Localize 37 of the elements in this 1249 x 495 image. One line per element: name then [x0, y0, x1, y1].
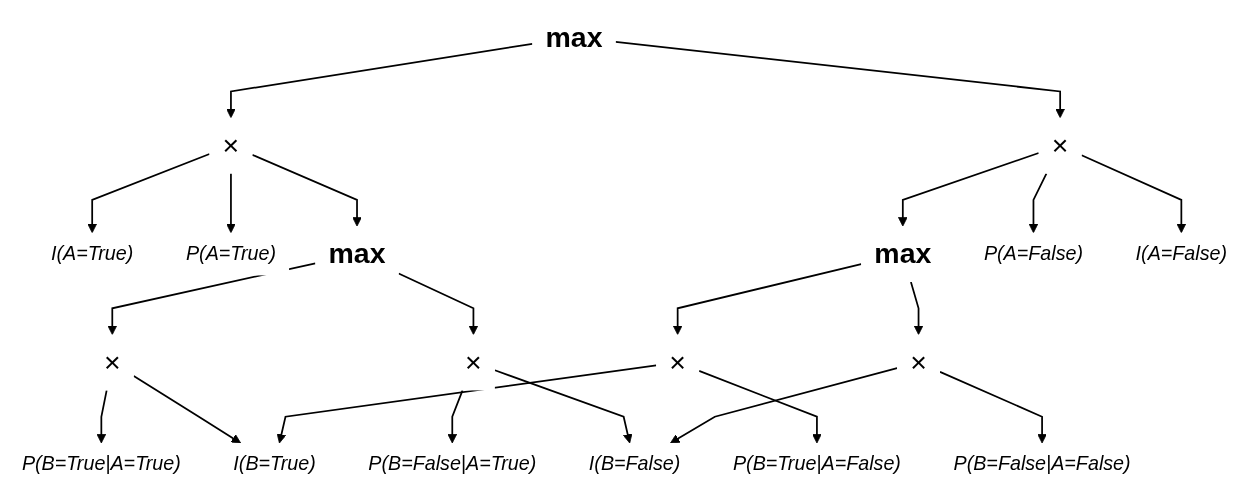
arrow: [670, 367, 898, 444]
node-text: P(B=False|A=True): [368, 452, 537, 475]
node-text: ×: [910, 345, 927, 379]
arrow: [698, 369, 822, 444]
node-text: I(A=True): [51, 242, 134, 265]
node-text: P(A=False): [983, 242, 1084, 265]
arrow: [96, 389, 108, 444]
arrow: [672, 263, 863, 335]
arrow: [132, 375, 242, 444]
node-text: P(B=True|A=True): [21, 452, 181, 475]
arrow: [1028, 172, 1048, 234]
node-text: ×: [222, 128, 240, 162]
arrow: [87, 153, 211, 234]
arrow: [276, 364, 658, 444]
node-text: max: [545, 20, 603, 54]
node-text: P(B=True|A=False): [732, 452, 901, 475]
arrow: [910, 281, 924, 335]
node-text: ×: [103, 345, 121, 379]
arrow: [898, 152, 1040, 227]
arrow: [251, 154, 362, 227]
arrow: [939, 371, 1047, 444]
node-text: ×: [669, 345, 686, 379]
node-text: I(B=False): [588, 452, 681, 475]
arrow: [107, 262, 317, 335]
node-text: max: [874, 237, 932, 270]
arrow: [226, 172, 236, 234]
node-text: P(B=False|A=False): [953, 452, 1131, 475]
arrow: [447, 389, 464, 444]
node-text: ×: [1051, 128, 1069, 162]
node-text: I(A=False): [1135, 242, 1228, 265]
arrow: [397, 272, 479, 335]
arrow: [614, 41, 1065, 119]
arrow: [226, 42, 534, 119]
node-text: max: [328, 237, 386, 270]
arrow: [494, 369, 633, 444]
arrow: [1080, 154, 1187, 234]
node-text: I(B=True): [233, 452, 316, 475]
